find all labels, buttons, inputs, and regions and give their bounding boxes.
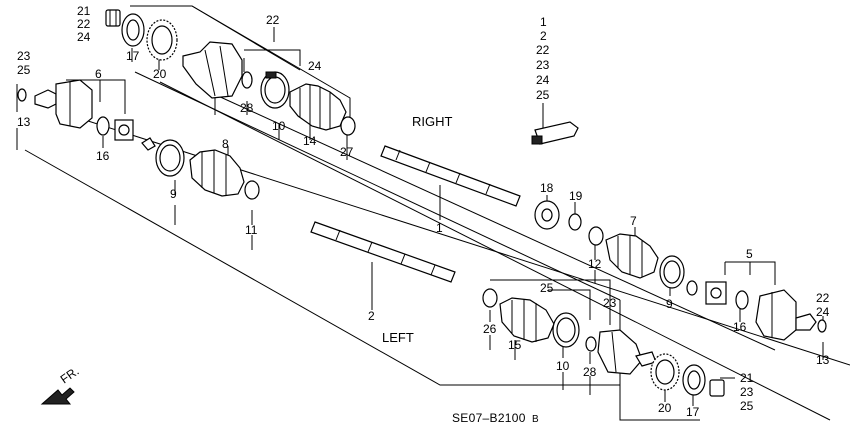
outer-joint-lower-part (597, 329, 657, 375)
callout-22-right: 22 (816, 291, 830, 305)
clip-part (141, 137, 156, 151)
boot-band-left-lower-part (552, 312, 580, 348)
clip-right-part (686, 280, 698, 296)
right-half-shaft-part (380, 145, 521, 207)
boot-left-lower-part (499, 297, 555, 343)
boot-right-part (605, 233, 659, 279)
kit-callout-25: 25 (536, 88, 550, 102)
callout-26: 26 (483, 322, 497, 336)
left-side-label: LEFT (382, 330, 414, 345)
callout-25: 25 (17, 63, 31, 77)
diagram-code-revision: B (532, 414, 539, 425)
callout-25-lower: 25 (740, 399, 754, 413)
inner-joint-part (17, 79, 93, 129)
boot-band-left-small-part (244, 180, 260, 200)
diagram-code: SE07–B2100 (452, 411, 526, 425)
lock-nut-lower-part (709, 379, 725, 397)
kit-callout-24: 24 (536, 73, 550, 87)
spider-right-part (705, 281, 727, 305)
callout-24-right: 24 (816, 305, 830, 319)
boot-band-small-part (340, 116, 356, 136)
callout-17-lower: 17 (686, 405, 700, 419)
kit-callout-22: 22 (536, 43, 550, 57)
clamp-left-lower-part (585, 336, 597, 352)
callout-16-right: 16 (733, 320, 747, 334)
tone-ring-part (146, 19, 178, 61)
callout-22: 22 (77, 17, 91, 31)
callout-25-left: 25 (540, 281, 554, 295)
callout-20-lower: 20 (658, 401, 672, 415)
callout-28: 28 (240, 101, 254, 115)
band-right-part (588, 226, 604, 246)
front-direction-label: FR. (58, 364, 82, 387)
clamp-ring-part (241, 71, 253, 89)
callout-11: 11 (245, 223, 258, 237)
circlip-right-part (817, 319, 827, 333)
callout-17: 17 (126, 49, 140, 63)
dynamic-damper-part (534, 200, 560, 230)
callout-8: 8 (222, 137, 229, 151)
callout-9: 9 (170, 187, 177, 201)
callout-10: 10 (272, 119, 286, 133)
callout-14: 14 (303, 134, 317, 148)
front-direction-arrow-icon (40, 387, 75, 405)
boot-band-part (260, 71, 290, 109)
callout-23: 23 (17, 49, 31, 63)
boot-part (289, 83, 347, 131)
band-left-lower-part (482, 288, 498, 308)
callout-7: 7 (630, 214, 637, 228)
boot-left-part (189, 149, 245, 197)
callout-labels: 21 22 24 22 17 20 24 28 10 14 27 23 25 1… (17, 4, 830, 425)
callout-13-right: 13 (816, 353, 830, 367)
bearing-ring-lower-part (682, 364, 706, 396)
callout-23-left: 23 (603, 296, 617, 310)
snap-ring-right-part (735, 290, 749, 310)
callout-15: 15 (508, 338, 522, 352)
callout-24-top: 24 (308, 59, 322, 73)
callout-18: 18 (540, 181, 554, 195)
callout-6: 6 (95, 67, 102, 81)
kit-callout-2: 2 (540, 29, 547, 43)
spider-part (114, 119, 134, 141)
callout-28-left: 28 (583, 365, 597, 379)
callout-2: 2 (368, 309, 375, 323)
boot-band-left-part (155, 139, 185, 177)
callout-13: 13 (17, 115, 31, 129)
callout-23-lower: 23 (740, 385, 754, 399)
right-side-label: RIGHT (412, 114, 453, 129)
callout-24: 24 (77, 30, 91, 44)
grease-tube-icon (531, 121, 579, 145)
lock-nut-part (105, 9, 121, 27)
kit-callout-23: 23 (536, 58, 550, 72)
left-half-shaft-part (310, 221, 456, 283)
callout-16: 16 (96, 149, 110, 163)
callout-5: 5 (746, 247, 753, 261)
callout-19: 19 (569, 189, 583, 203)
tone-ring-lower-part (650, 353, 680, 391)
callout-21: 21 (77, 4, 91, 18)
clamp-right-part (568, 213, 582, 231)
kit-callout-1: 1 (540, 15, 547, 29)
callout-22-top: 22 (266, 13, 280, 27)
callout-9-right: 9 (666, 297, 673, 311)
inner-joint-right-part (755, 289, 817, 341)
bearing-ring-part (121, 13, 145, 47)
callout-21-lower: 21 (740, 371, 754, 385)
callout-10-left: 10 (556, 359, 570, 373)
callout-1: 1 (436, 221, 443, 235)
callout-27: 27 (340, 145, 354, 159)
callout-20: 20 (153, 67, 167, 81)
outer-joint-part (182, 41, 243, 99)
callout-12: 12 (588, 257, 602, 271)
snap-ring-part (96, 116, 110, 136)
boot-band-right-part (659, 255, 685, 289)
leader-lines (16, 5, 850, 421)
